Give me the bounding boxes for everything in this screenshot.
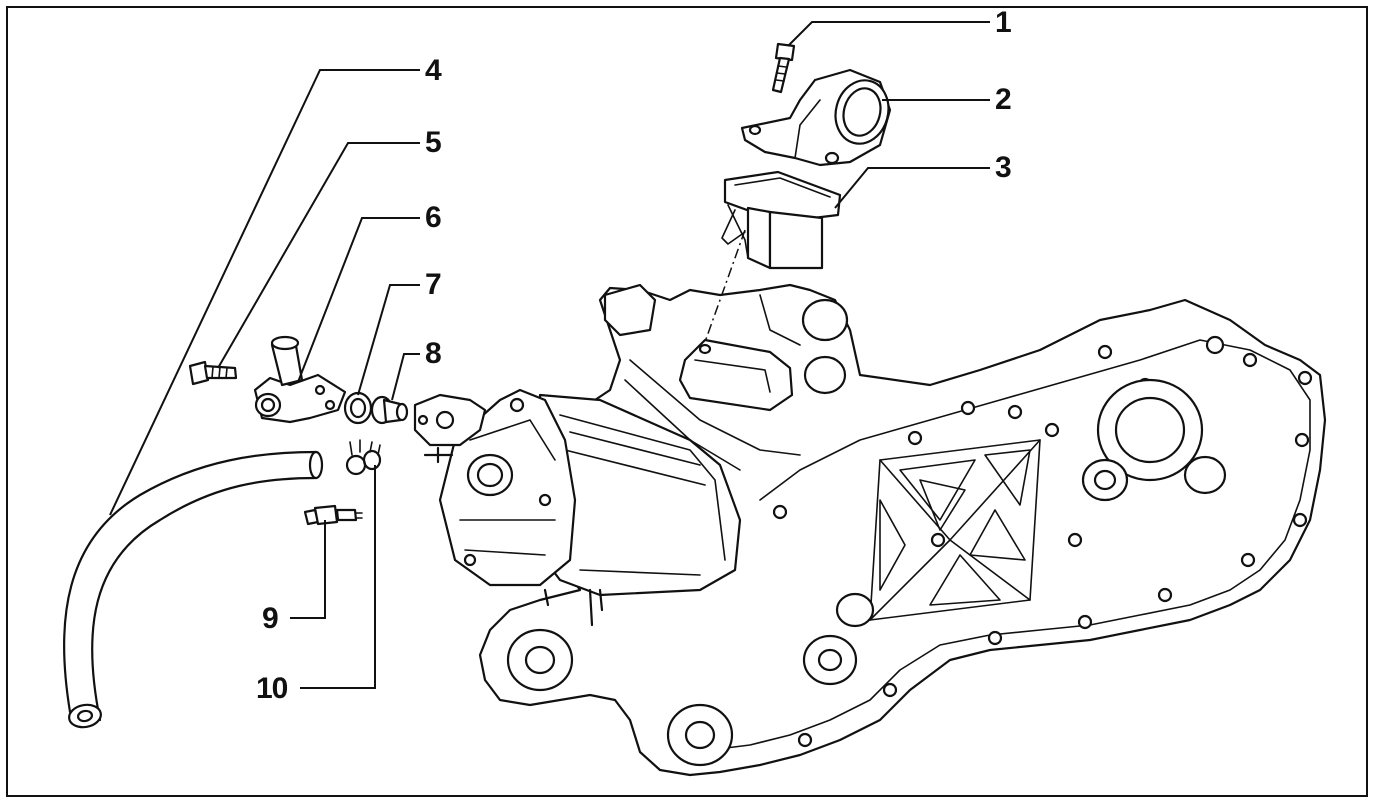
callout-7: 7 <box>425 268 442 301</box>
callout-3: 3 <box>995 151 1012 184</box>
engine-crankcase <box>478 283 1327 777</box>
callout-1: 1 <box>995 6 1012 39</box>
callout-10: 10 <box>256 672 288 705</box>
seal-ring-part-7 <box>343 391 373 425</box>
leader-lines <box>109 21 990 689</box>
callout-5: 5 <box>425 126 442 159</box>
coolant-hose-part-4 <box>62 450 324 729</box>
intake-manifold-part-2 <box>740 68 892 167</box>
callout-6: 6 <box>425 201 442 234</box>
reed-valve-part-3 <box>721 170 842 270</box>
callout-2: 2 <box>995 83 1012 116</box>
cylinder-assembly <box>413 388 742 627</box>
screw-part-5 <box>188 360 238 386</box>
hose-clips-part-10 <box>345 439 382 476</box>
ribbing <box>869 439 1041 621</box>
callout-8: 8 <box>425 337 442 370</box>
callout-4: 4 <box>425 54 442 87</box>
swingarm-bosses <box>506 592 875 767</box>
bearing-bosses <box>1081 378 1227 502</box>
thermostat-housing-part-6 <box>253 335 347 424</box>
bolt-part-1 <box>771 42 796 94</box>
temperature-sensor-part-9 <box>303 504 363 526</box>
thermostat-part-8 <box>370 395 409 425</box>
callout-9: 9 <box>262 602 279 635</box>
